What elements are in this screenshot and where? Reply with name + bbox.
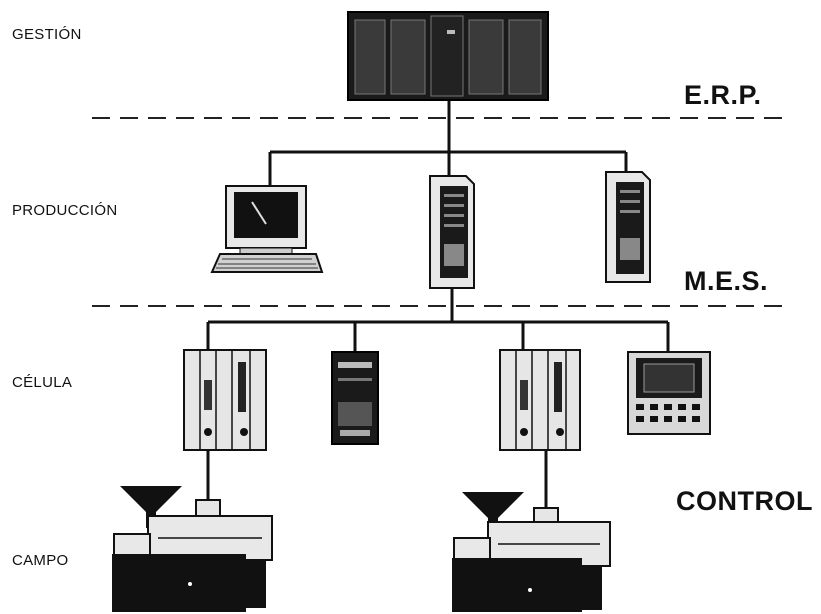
- hmi-panel-icon: [627, 351, 711, 435]
- network-links: [206, 100, 670, 510]
- plc-rack-icon-2: [499, 349, 581, 451]
- level-label-campo: CAMPO: [12, 552, 69, 569]
- system-label-control: CONTROL: [676, 486, 813, 516]
- plc-rack-icon: [183, 349, 267, 451]
- controller-unit-icon: [331, 351, 379, 445]
- system-label-erp: E.R.P.: [684, 80, 762, 110]
- injection-molding-machine-icon-2: [452, 492, 611, 612]
- level-label-produccion: PRODUCCIÓN: [12, 202, 118, 219]
- tower-server-icon-2: [605, 171, 651, 283]
- computer-workstation-icon: [210, 185, 324, 273]
- system-label-mes: M.E.S.: [684, 266, 769, 296]
- level-label-gestion: GESTIÓN: [12, 26, 82, 43]
- tower-server-icon: [429, 175, 475, 289]
- injection-molding-machine-icon: [112, 486, 273, 612]
- mainframe-server-icon: [347, 11, 549, 101]
- level-label-celula: CÉLULA: [12, 374, 73, 391]
